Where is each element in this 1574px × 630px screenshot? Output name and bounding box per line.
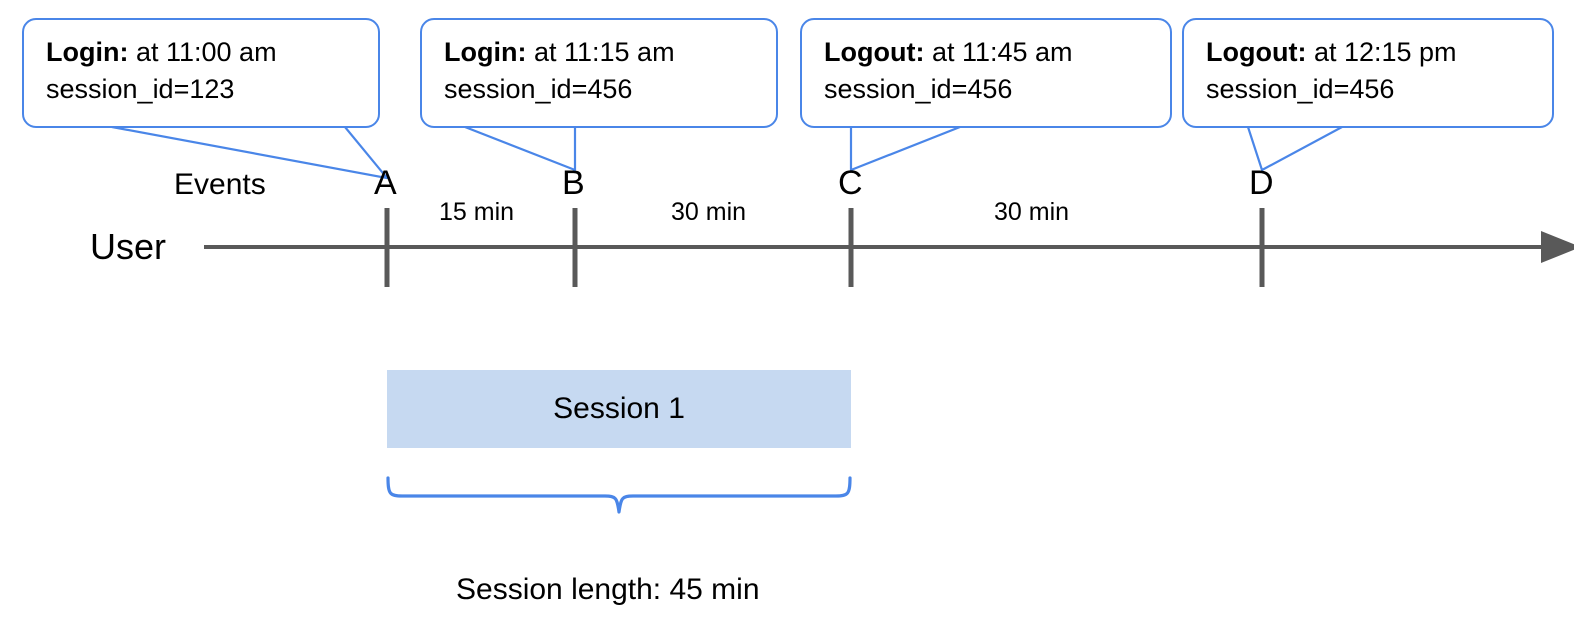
- callout-a-line1: Login: at 11:00 am: [46, 34, 360, 71]
- callout-tail-d: [1246, 125, 1344, 172]
- event-letter-b: B: [562, 164, 585, 202]
- callout-bubble-d: Logout: at 12:15 pm session_id=456: [1182, 18, 1554, 128]
- session-bar-label: Session 1: [553, 392, 685, 425]
- gap-label-cd: 30 min: [994, 198, 1070, 226]
- session-bar: Session 1: [387, 370, 851, 448]
- callout-c-lead: Logout:: [824, 37, 925, 67]
- gap-label-bc: 30 min: [671, 198, 747, 226]
- callout-d-line2: session_id=456: [1206, 74, 1395, 105]
- gap-label-ab: 15 min: [439, 198, 515, 226]
- callout-c-line2: session_id=456: [824, 74, 1013, 105]
- callout-a-lead: Login:: [46, 37, 129, 67]
- event-letter-d: D: [1249, 164, 1274, 202]
- callout-c-line1: Logout: at 11:45 am: [824, 34, 1152, 71]
- callout-b-line1: Login: at 11:15 am: [444, 34, 758, 71]
- callout-d-line1: Logout: at 12:15 pm: [1206, 34, 1534, 71]
- callout-bubble-c: Logout: at 11:45 am session_id=456: [800, 18, 1172, 128]
- callout-bubble-b: Login: at 11:15 am session_id=456: [420, 18, 778, 128]
- session-brace: [386, 476, 852, 514]
- callout-tail-a: [110, 125, 389, 180]
- callout-c-rest: at 11:45 am: [924, 37, 1073, 67]
- callout-tail-c: [849, 125, 962, 172]
- callout-b-lead: Login:: [444, 37, 527, 67]
- event-letter-c: C: [838, 164, 863, 202]
- event-letter-a: A: [374, 164, 397, 202]
- callout-b-rest: at 11:15 am: [526, 37, 675, 67]
- callout-b-line2: session_id=456: [444, 74, 633, 105]
- callout-a-rest: at 11:00 am: [128, 37, 277, 67]
- callout-bubble-a: Login: at 11:00 am session_id=123: [22, 18, 380, 128]
- callout-tail-b: [463, 125, 577, 172]
- callout-d-rest: at 12:15 pm: [1306, 37, 1457, 67]
- user-axis-label: User: [90, 226, 167, 267]
- session-length-label: Session length: 45 min: [456, 573, 760, 606]
- events-row-label: Events: [174, 168, 266, 201]
- callout-d-lead: Logout:: [1206, 37, 1307, 67]
- callout-a-line2: session_id=123: [46, 74, 235, 105]
